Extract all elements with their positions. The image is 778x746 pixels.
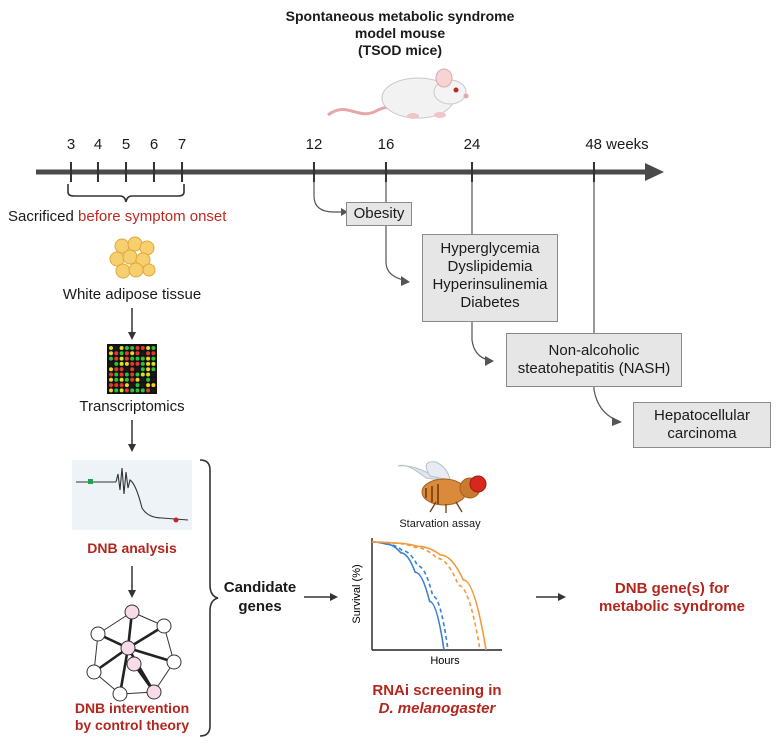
metabolic-disorders-box: Hyperglycemia Dyslipidemia Hyperinsuline… [422,234,558,322]
obesity-box: Obesity [346,202,412,226]
tick-5: 5 [121,136,131,153]
sacrificed-highlight: before symptom onset [78,208,227,225]
survival-curve-4 [371,541,487,651]
nash-line-2: steatohepatitis (NASH) [517,360,671,377]
candidate-line-2: genes [238,598,282,615]
nash-box: Non-alcoholic steatohepatitis (NASH) [506,333,682,387]
survival-curve-3 [371,541,481,651]
rnai-label: RNAi screening in D. melanogaster [342,682,532,718]
nash-line-1: Non-alcoholic [548,342,640,359]
stage-hyperglycemia: Hyperglycemia [440,240,540,257]
title-line-2: model mouse [354,25,446,41]
survival-curve-2 [371,541,449,651]
microarray-icon [107,344,157,394]
result-line-2: metabolic syndrome [599,598,745,615]
sacrificed-prefix: Sacrificed [8,208,79,225]
stage-hyperinsulinemia: Hyperinsulinemia [432,276,548,293]
hcc-line-1: Hepatocellular [654,407,750,424]
starvation-assay-label: Starvation assay [399,518,481,530]
mouse-icon [327,68,469,119]
hcc-box: Hepatocellular carcinoma [633,402,771,448]
dnb-analysis-label: DNB analysis [87,540,177,556]
rnai-line-1: RNAi screening in [372,682,502,699]
fruit-fly-icon [397,461,487,513]
survival-chart: Survival (%) Hours [351,538,502,667]
hcc-line-2: carcinoma [667,425,737,442]
diagram-title: Spontaneous metabolic syndrome model mou… [190,8,610,59]
chart-x-label: Hours [430,655,460,667]
dnb-intervention-line-2: by control theory [74,717,190,733]
result-line-1: DNB gene(s) for [614,580,730,597]
stage-diabetes: Diabetes [460,294,520,311]
tick-16: 16 [377,136,395,153]
rnai-line-2: D. melanogaster [378,700,496,717]
timeline-arrowhead [645,163,664,181]
chart-y-label: Survival (%) [351,564,363,623]
transcriptomics-label: Transcriptomics [79,398,185,415]
tick-6: 6 [149,136,159,153]
candidate-line-1: Candidate [223,579,297,596]
sacrificed-label: Sacrificed before symptom onset [8,208,268,225]
survival-curve-1 [371,541,445,651]
dnb-intervention-label: DNB intervention by control theory [30,700,234,734]
tick-3: 3 [66,136,76,153]
stage-dyslipidemia: Dyslipidemia [447,258,533,275]
tick-4: 4 [93,136,103,153]
tick-12: 12 [305,136,323,153]
result-label: DNB gene(s) for metabolic syndrome [572,580,772,616]
title-line-1: Spontaneous metabolic syndrome [285,8,515,24]
dnb-analysis-plot-icon [72,460,192,530]
brace-3-7 [67,184,185,203]
tick-48-weeks: 48 weeks [585,136,649,153]
dnb-intervention-line-1: DNB intervention [74,700,190,716]
title-line-3: (TSOD mice) [357,42,442,58]
adipose-label: White adipose tissue [62,286,202,303]
tick-24: 24 [463,136,481,153]
tick-7: 7 [177,136,187,153]
candidate-brace [199,459,219,737]
candidate-genes-label: Candidate genes [214,578,306,616]
network-icon [86,604,182,702]
adipose-tissue-icon [109,236,156,279]
